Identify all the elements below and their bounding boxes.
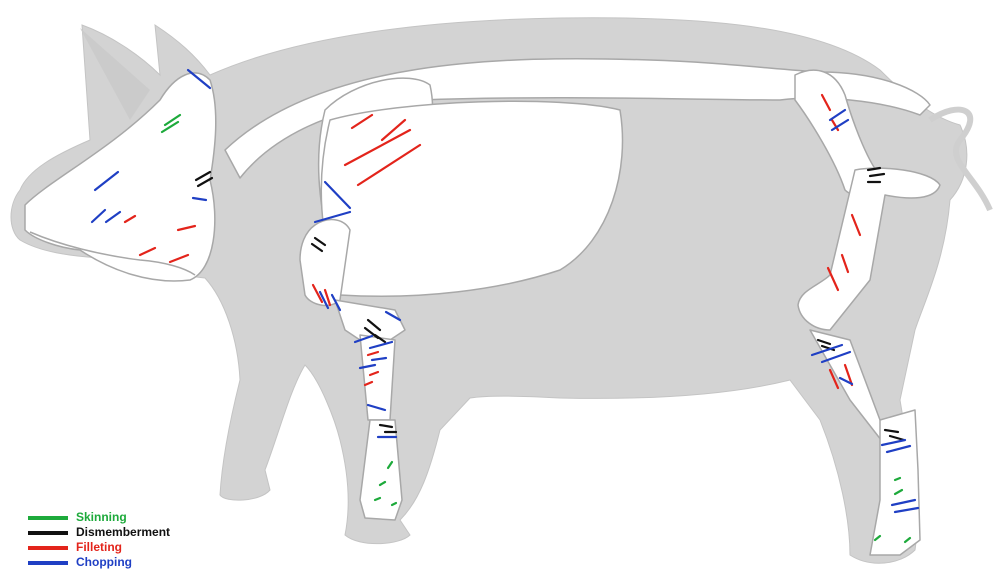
legend-swatch-skinning [28,516,68,520]
legend: Skinning Dismemberment Filleting Choppin… [28,510,228,570]
legend-swatch-chopping [28,561,68,565]
legend-item-skinning: Skinning [28,510,228,525]
legend-item-dismemberment: Dismemberment [28,525,228,540]
legend-label-dismemberment: Dismemberment [76,525,170,540]
legend-item-filleting: Filleting [28,540,228,555]
legend-label-chopping: Chopping [76,555,132,570]
legend-label-filleting: Filleting [76,540,122,555]
legend-swatch-dismemberment [28,531,68,535]
legend-label-skinning: Skinning [76,510,127,525]
legend-swatch-filleting [28,546,68,550]
legend-item-chopping: Chopping [28,555,228,570]
